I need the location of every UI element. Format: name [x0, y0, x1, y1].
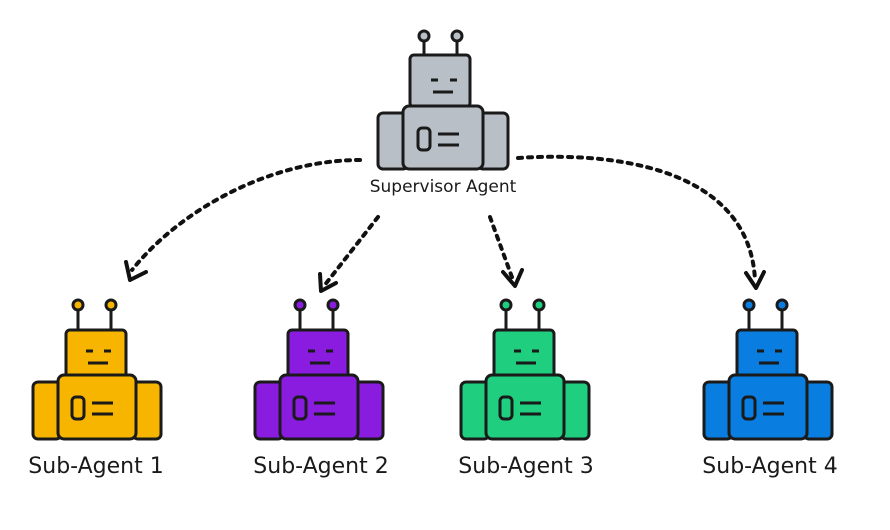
sub-agent-4: Sub-Agent 4 [702, 298, 838, 479]
sub-agent-1-label: Sub-Agent 1 [28, 454, 163, 479]
edges [124, 154, 766, 293]
supervisor-agent: Supervisor Agent [370, 29, 517, 197]
robot-icon [253, 298, 385, 441]
edge-sub-agent-1 [124, 158, 362, 282]
robot-icon [459, 298, 591, 441]
sub-agent-3-label: Sub-Agent 3 [458, 454, 593, 479]
edge-sub-agent-3 [488, 215, 524, 288]
sub-agent-3: Sub-Agent 3 [458, 298, 594, 479]
robot-icon [31, 298, 163, 441]
sub-agent-2: Sub-Agent 2 [253, 298, 389, 479]
supervisor-label: Supervisor Agent [370, 177, 517, 197]
edge-sub-agent-4 [516, 154, 766, 290]
edge-sub-agent-2 [318, 215, 380, 293]
sub-agent-4-label: Sub-Agent 4 [702, 454, 837, 479]
robot-icon [376, 29, 510, 171]
sub-agent-2-label: Sub-Agent 2 [253, 454, 388, 479]
robot-icon [702, 298, 834, 441]
sub-agent-1: Sub-Agent 1 [28, 298, 164, 479]
